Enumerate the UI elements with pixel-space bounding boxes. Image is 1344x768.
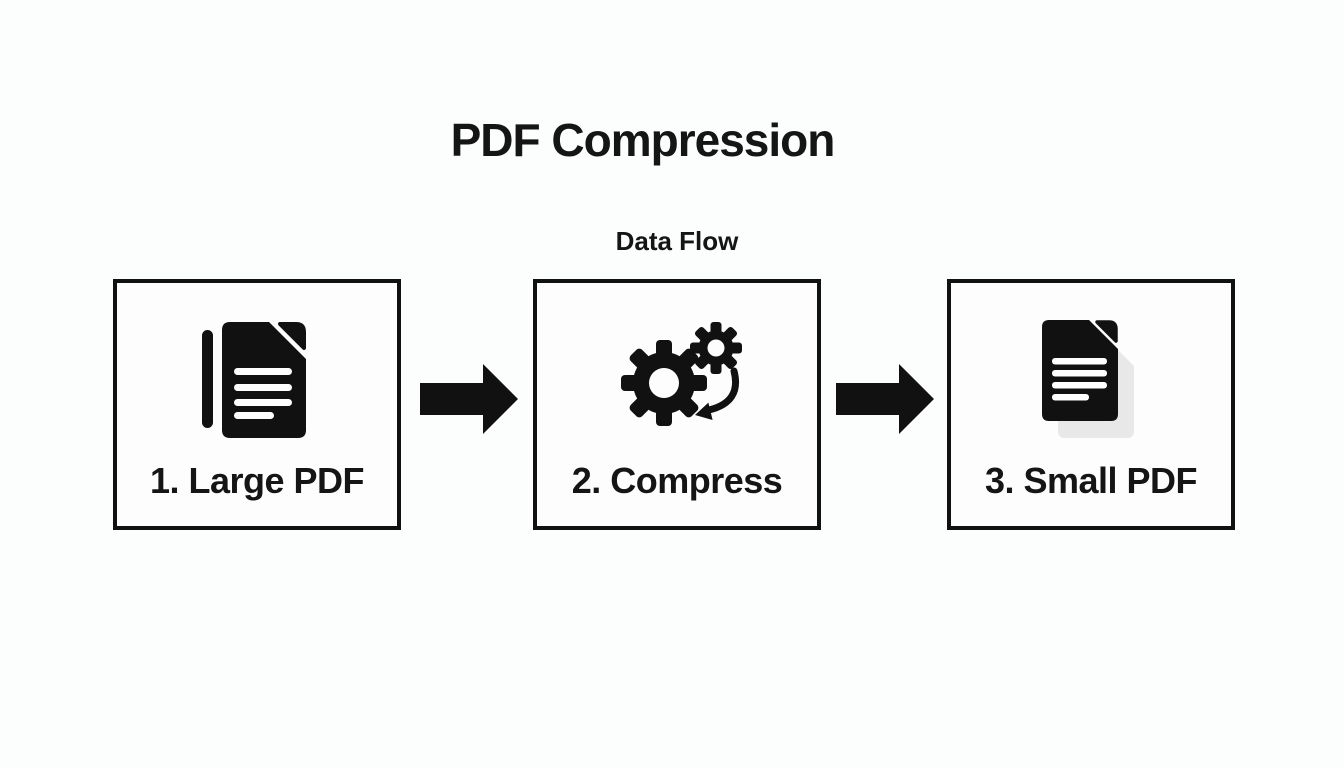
node-label-small-pdf: 3. Small PDF — [984, 460, 1198, 501]
arrow-right-icon — [420, 364, 518, 434]
document-stack-icon — [117, 320, 397, 440]
node-compress: 2. Compress — [533, 279, 821, 530]
document-shadow-icon-svg — [1042, 320, 1134, 438]
document-shadow-icon — [951, 320, 1231, 440]
arrow-right-icon — [836, 364, 934, 434]
diagram-title: PDF Compression — [450, 114, 836, 166]
node-label-large-pdf: 1. Large PDF — [149, 460, 365, 501]
document-stack-icon-svg — [202, 322, 306, 438]
node-label-compress: 2. Compress — [571, 460, 783, 501]
gears-icon-svg — [621, 322, 742, 426]
data-flow-label: Data Flow — [615, 226, 739, 256]
node-large-pdf: 1. Large PDF — [113, 279, 401, 530]
node-small-pdf: 3. Small PDF — [947, 279, 1235, 530]
gears-icon — [537, 316, 817, 438]
